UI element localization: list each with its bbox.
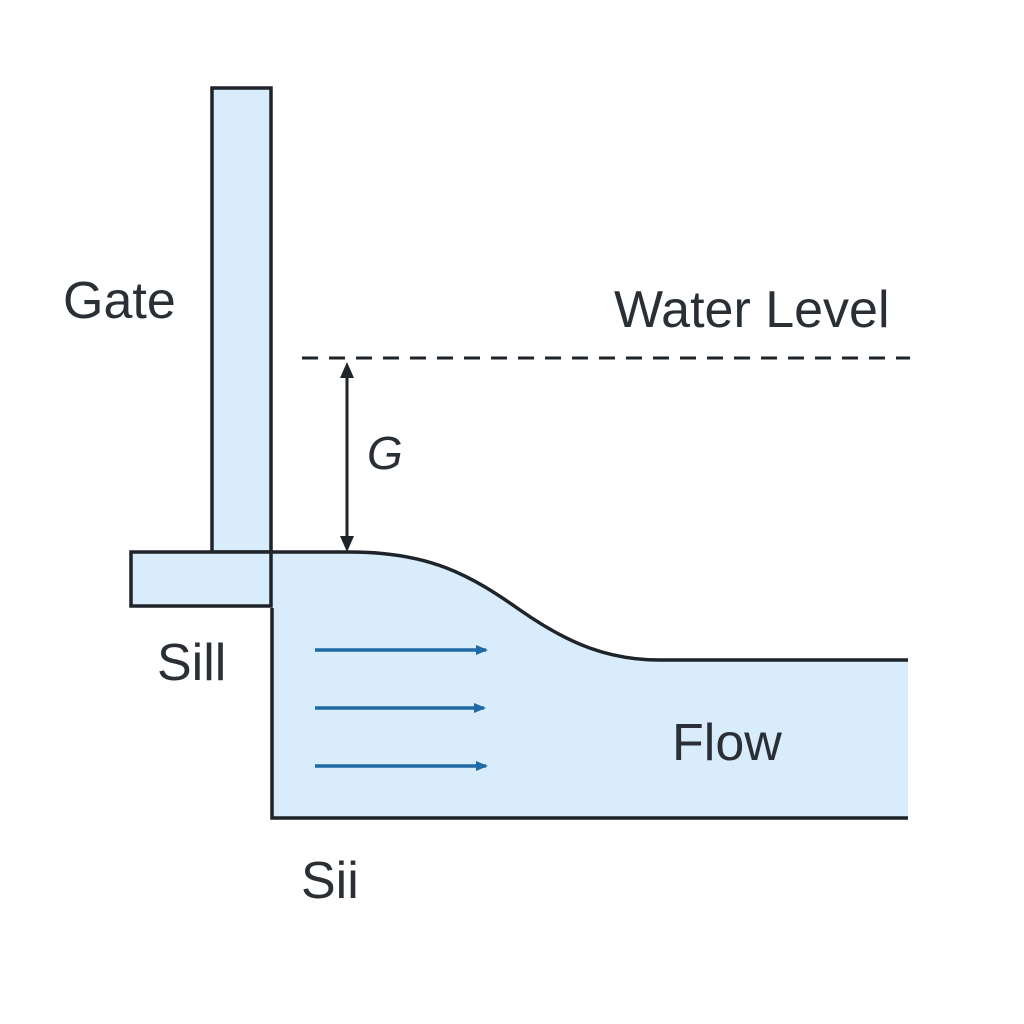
sill-upper-label: Sill: [157, 634, 226, 692]
water-level-label: Water Level: [614, 281, 890, 339]
sill-block: [129, 550, 273, 608]
water-body: [272, 552, 908, 818]
gate-plate: [210, 86, 273, 554]
gate-label: Gate: [63, 272, 176, 330]
gap-label: G: [367, 427, 403, 479]
water-surface-line: [272, 550, 908, 662]
channel-bed-line: [270, 608, 908, 820]
flow-label: Flow: [672, 714, 782, 772]
sill-lower-label: Sii: [301, 852, 359, 910]
